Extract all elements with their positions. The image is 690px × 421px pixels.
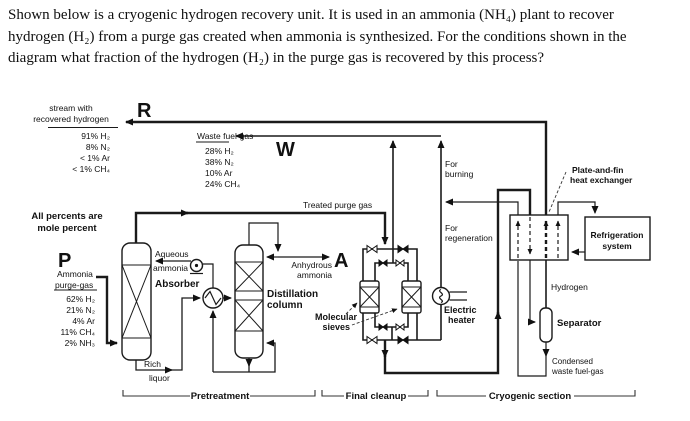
distillation-label-2: column (267, 300, 303, 311)
stream-p-label-2: purge-gas (55, 280, 93, 290)
stream-p-comp: 62% H₂ (66, 294, 95, 304)
sieves-label-2: sieves (322, 322, 350, 332)
distillation-column-vessel (234, 244, 264, 359)
stream-p-tag: P (58, 250, 71, 272)
section-brackets (122, 390, 636, 397)
pipe-condensed-waste (517, 261, 547, 377)
pipes (96, 118, 599, 377)
refrigeration-label-1: Refrigeration (591, 230, 644, 240)
stream-r-tag: R (137, 100, 152, 122)
section-pretreatment: Pretreatment (191, 391, 250, 402)
aqueous-label-1: Aqueous (155, 249, 189, 259)
stream-w-label: Waste fuel-gas (197, 131, 253, 141)
pipe-regen-return (445, 198, 519, 215)
pipe-purge-feed (96, 275, 118, 347)
pfhx-label-2: heat exchanger (570, 175, 633, 185)
pfhx-leader-line (548, 171, 567, 213)
stream-w-comp: 28% H₂ (205, 146, 234, 156)
electric-heater-icon (431, 286, 467, 306)
cross-exchanger-icon (202, 287, 224, 309)
valve-closed-icon (397, 244, 409, 254)
valve-open-icon (395, 323, 405, 331)
question-line-2: hydrogen (H₂) from a purge gas created w… (8, 28, 627, 45)
valve-closed-icon (378, 259, 388, 267)
stream-r-label-2: recovered hydrogen (33, 114, 109, 124)
condensed-label-1: Condensed (552, 357, 593, 366)
anhydrous-label-2: ammonia (297, 270, 332, 280)
pipe-sieve-top-inner (374, 262, 409, 281)
stream-w-comp: 10% Ar (205, 168, 233, 178)
pipe-treated-purge (134, 211, 389, 245)
pump-icon (189, 258, 204, 275)
separator-vessel (539, 307, 553, 343)
distillation-label-1: Distillation (267, 289, 318, 300)
burning-label-2: burning (445, 169, 474, 179)
section-final-cleanup: Final cleanup (346, 391, 407, 402)
valve-open-icon (366, 335, 378, 345)
refrigeration-label-2: system (602, 241, 632, 251)
plate-fin-exchanger-box (509, 214, 569, 261)
molecular-sieve-left (359, 280, 380, 314)
stream-r-comp: 91% H₂ (81, 131, 110, 141)
stream-w-tag: W (276, 139, 295, 161)
sieves-label-1: Molecular (315, 312, 358, 322)
absorber-label: Absorber (155, 279, 200, 290)
valve-icons (366, 244, 409, 345)
regen-label-2: regeneration (445, 233, 493, 243)
stream-w-comp: 38% N₂ (205, 157, 234, 167)
stream-w-comp: 24% CH₄ (205, 179, 241, 189)
condensed-label-2: waste fuel-gas (551, 367, 604, 376)
pfhx-label-1: Plate-and-fin (572, 165, 623, 175)
note-line-1: All percents are (31, 211, 102, 222)
sieves-leader-line (345, 302, 358, 315)
absorber-vessel (121, 242, 152, 361)
rich-liquor-label-1: Rich (144, 359, 161, 369)
pipe-hx-to-separator (528, 260, 536, 326)
note-line-2: mole percent (37, 223, 97, 234)
stream-p-comp: 21% N₂ (66, 305, 95, 315)
aqueous-label-2: ammonia (153, 263, 188, 273)
sieves-leader-line-2 (351, 308, 398, 326)
regen-label-1: For (445, 223, 458, 233)
stream-a-tag: A (334, 250, 348, 272)
rich-liquor-label-2: liquor (149, 373, 170, 383)
treated-purge-label: Treated purge gas (303, 200, 372, 210)
molecular-sieve-right (401, 280, 422, 314)
stream-r-comp: < 1% CH₄ (72, 164, 110, 174)
separator-label: Separator (557, 318, 602, 329)
refrigeration-box (584, 216, 651, 261)
stream-p-comp: 4% Ar (72, 316, 95, 326)
question-line-3: diagram what fraction of the hydrogen (H… (8, 50, 545, 66)
pipe-overhead (248, 222, 282, 252)
question-line-1: Shown below is a cryogenic hydrogen reco… (8, 7, 614, 23)
stream-r-comp: 8% N₂ (86, 142, 110, 152)
pipe-recovered-hydrogen (125, 118, 548, 215)
pipe-clean-gas-to-cryo (383, 188, 532, 375)
stream-r-label-1: stream with (49, 103, 93, 113)
valve-open-icon (395, 259, 405, 267)
heater-label-2: heater (448, 315, 476, 325)
pipe-sieve-bottom-outer (362, 313, 441, 341)
anhydrous-label-1: Anhydrous (291, 260, 332, 270)
valve-closed-icon (397, 335, 409, 345)
pipe-bottoms-header (213, 339, 276, 373)
pipe-rich-liquor (135, 294, 201, 371)
section-cryogenic: Cryogenic section (489, 391, 572, 402)
pipe-refrig-return (557, 201, 599, 215)
stream-p-comp: 11% CH₄ (61, 327, 96, 337)
stream-p-label-1: Ammonia (57, 269, 93, 279)
stream-r-comp: < 1% Ar (80, 153, 110, 163)
valve-open-icon (366, 244, 378, 254)
pipe-pump-suction (203, 263, 214, 288)
hydrogen-label: Hydrogen (551, 282, 588, 292)
question-text: Shown below is a cryogenic hydrogen reco… (8, 5, 686, 70)
heater-label-1: Electric (444, 305, 477, 315)
burning-label-1: For (445, 159, 458, 169)
valve-closed-icon (378, 323, 388, 331)
stream-p-comp: 2% NH₃ (65, 338, 95, 348)
pipe-sieve-top-outer (362, 248, 418, 281)
